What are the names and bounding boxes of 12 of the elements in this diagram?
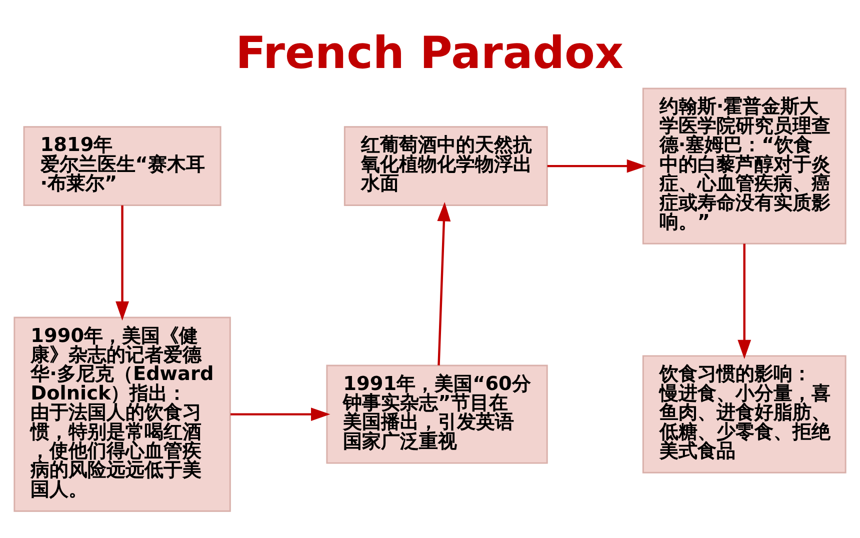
arrow [547, 158, 646, 172]
arrow [738, 243, 752, 359]
node-box: 1990年，美国《健康》杂志的记者爱德华·多尼克（Edward Dolnick）指出：由于法国人的饮食习惯，特别是常喝红酒，使他们得心血管疾病的风险远远低于美国人。 [14, 316, 231, 512]
arrow [230, 407, 330, 421]
arrow [116, 204, 130, 320]
node-box: 约翰斯·霍普金斯大学医学院研究员理查德·塞姆巴：“饮食中的白藜芦醇对于炎症、心血管疾病、癌症或寿命没有实质影响。” [642, 87, 846, 244]
diagram-title: French Paradox [236, 27, 624, 78]
node-box: 1819年 爱尔兰医生“赛木耳·布莱尔” [23, 126, 222, 206]
node-box: 红葡萄酒中的天然抗氧化植物化学物浮出水面 [344, 126, 548, 206]
node-box: 饮食习惯的影响： 慢进食、小分量，喜鱼肉、进食好脂肪、低糖、少零食、拒绝美式食品 [642, 354, 846, 473]
arrow [437, 201, 451, 365]
node-box: 1991年，美国“60分钟事实杂志”节目在美国播出，引发英语国家广泛重视 [326, 364, 548, 464]
